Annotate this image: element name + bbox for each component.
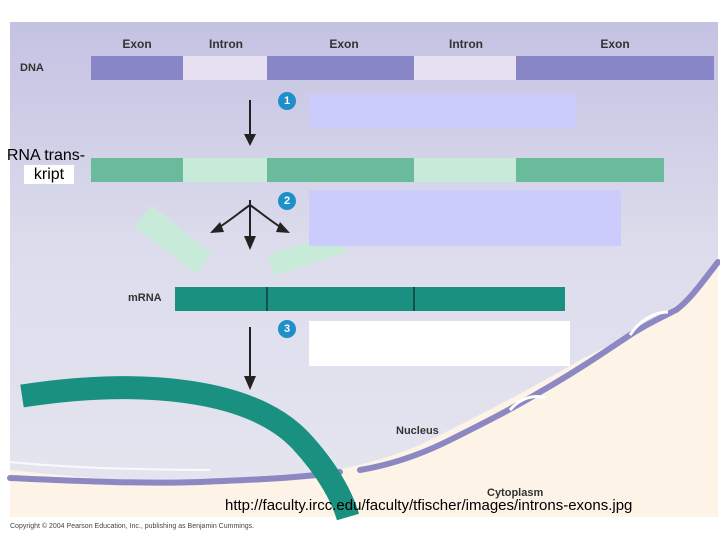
cytoplasm-region [10, 258, 718, 517]
step-1-note-box [309, 94, 576, 128]
dna-label-exon-1: Exon [122, 37, 152, 51]
step-3-badge: 3 [278, 320, 296, 338]
arrow-splicing [210, 200, 290, 250]
rna-intron-1 [183, 158, 267, 182]
dna-label-intron-1: Intron [209, 37, 243, 51]
dna-exon-1 [91, 56, 183, 80]
dna-bar [91, 56, 714, 80]
nucleus-label: Nucleus [396, 425, 439, 437]
rna-transcript-bar [91, 158, 664, 182]
dna-label-intron-2: Intron [449, 37, 483, 51]
rna-transcript-label-line1: RNA trans- [6, 147, 86, 164]
rna-exon-1 [91, 158, 183, 182]
rna-exon-3 [516, 158, 664, 182]
dna-exon-2 [267, 56, 414, 80]
mrna-exiting-nucleus [20, 376, 360, 521]
rna-intron-2 [414, 158, 516, 182]
mrna-bar [175, 287, 565, 311]
cytoplasm-label: Cytoplasm [487, 487, 544, 499]
dna-label-exon-2: Exon [329, 37, 359, 51]
dna-intron-1 [183, 56, 267, 80]
removed-intron-left [134, 206, 212, 274]
step-2-badge: 2 [278, 192, 296, 210]
source-url: http://faculty.ircc.edu/faculty/tfischer… [225, 497, 633, 514]
nuclear-membrane [357, 259, 720, 473]
step-2-note-box [309, 190, 621, 246]
dna-label-exon-3: Exon [600, 37, 630, 51]
rna-transcript-label-line2: kript [23, 165, 75, 184]
rna-transcript-label: RNA trans- kript [0, 146, 92, 184]
dna-intron-2 [414, 56, 516, 80]
nuclear-pore-mid [508, 395, 547, 411]
nuclear-pore-right [628, 310, 669, 336]
step-3-note-box [309, 321, 570, 366]
step-1-badge: 1 [278, 92, 296, 110]
arrow-transcription [244, 100, 256, 146]
dna-exon-3 [516, 56, 714, 80]
arrow-export [244, 327, 256, 390]
rna-exon-2 [267, 158, 414, 182]
copyright-notice: Copyright © 2004 Pearson Education, Inc.… [10, 523, 255, 530]
dna-label: DNA [20, 62, 44, 74]
nuclear-membrane-lower [7, 469, 343, 486]
mrna-label: mRNA [128, 292, 162, 304]
nuclear-membrane-outer [9, 461, 211, 471]
